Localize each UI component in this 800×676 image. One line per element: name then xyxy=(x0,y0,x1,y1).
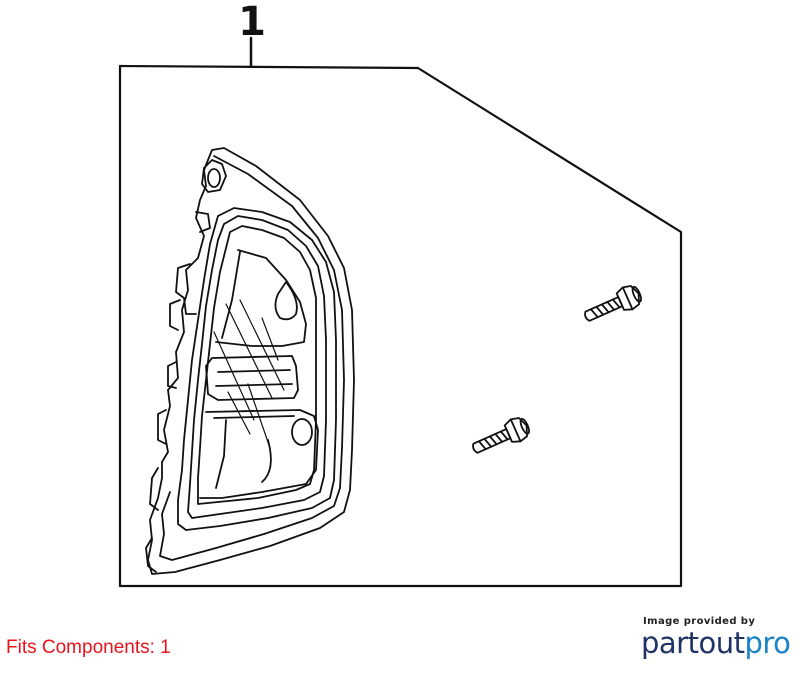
screw-icon xyxy=(472,417,530,454)
tail-lamp-icon xyxy=(145,147,355,575)
brand-part-2: pro xyxy=(744,626,791,660)
fits-components-label: Fits Components: 1 xyxy=(6,637,171,658)
parts-diagram xyxy=(118,36,683,588)
partoutpro-logo: partoutpro xyxy=(641,624,791,662)
image-credit-label: Image provided by xyxy=(643,616,756,627)
brand-part-1: partout xyxy=(641,626,745,660)
assembly-frame xyxy=(118,64,683,588)
screw-icon xyxy=(584,285,642,322)
callout-number: 1 xyxy=(238,0,266,45)
